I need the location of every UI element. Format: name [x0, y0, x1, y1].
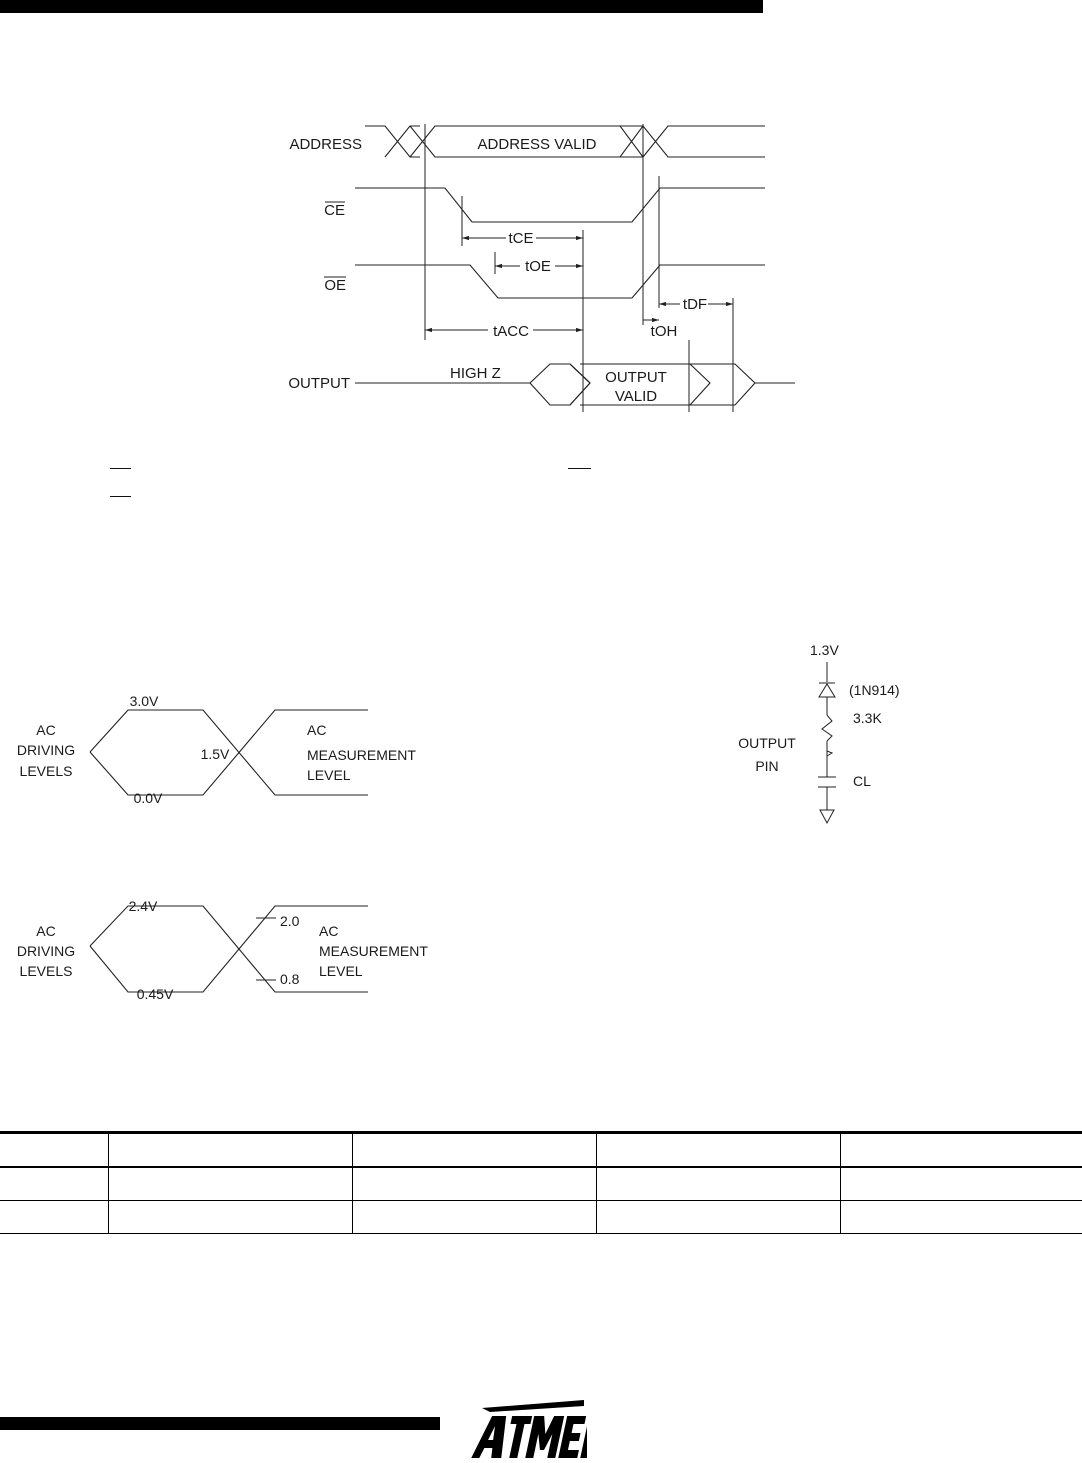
circuit-drawing [818, 662, 836, 825]
footer-bar [0, 1417, 440, 1430]
note-overbar-2 [568, 468, 591, 469]
wf2-low-meas-label: 0.8 [280, 971, 300, 987]
output-load-circuit: 1.3V (1N914) 3.3K OUTPUT PIN CL [738, 642, 900, 825]
param-toe: tOE [525, 258, 551, 275]
param-tdf: tDF [683, 296, 707, 313]
signal-label-oe: OE [324, 277, 346, 294]
wf1-right-label-1: AC [307, 722, 326, 738]
wf1-left-label-1: AC [36, 722, 55, 738]
header-bar [0, 0, 763, 13]
wf2-left-label-1: AC [36, 923, 55, 939]
table-cell [596, 1200, 841, 1234]
table-cell [108, 1167, 353, 1201]
wf1-high-label: 3.0V [130, 693, 159, 709]
wf1-left-label-2: DRIVING [17, 742, 75, 758]
wf2-left-label-2: DRIVING [17, 943, 75, 959]
wf1-left-label-3: LEVELS [20, 763, 73, 779]
address-valid-label: ADDRESS VALID [478, 136, 597, 153]
param-arrows [425, 235, 733, 333]
signal-label-output: OUTPUT [288, 375, 350, 392]
output-valid-line2: VALID [615, 388, 657, 405]
high-z-label: HIGH Z [450, 365, 501, 382]
table-cell [352, 1200, 597, 1234]
oe-waveform [355, 264, 765, 299]
table-cell [596, 1167, 841, 1201]
input-test-waveform-1: AC DRIVING LEVELS 3.0V 0.0V 1.5V AC MEAS… [17, 693, 417, 806]
resistor-label: 3.3K [853, 710, 882, 726]
timing-diagram: ADDRESS CE OE OUTPUT ADDRESS VALID HIGH … [288, 124, 795, 412]
atmel-logo [471, 1400, 587, 1458]
wf2-left-label-3: LEVELS [20, 963, 73, 979]
pin-capacitance-table [0, 1131, 1082, 1234]
note-overbar-1 [110, 468, 131, 469]
table-header-row [0, 1131, 1082, 1168]
supply-voltage-label: 1.3V [810, 642, 839, 658]
table-cell [0, 1167, 109, 1201]
param-tacc: tACC [493, 323, 529, 340]
table-row [0, 1200, 1082, 1234]
wf2-high-meas-label: 2.0 [280, 913, 300, 929]
wf2-right-label-1: AC [319, 923, 338, 939]
table-cell [352, 1131, 597, 1168]
signal-label-address: ADDRESS [289, 136, 362, 153]
diode-label: (1N914) [849, 682, 900, 698]
wf1-right-label-2: MEASUREMENT [307, 747, 416, 763]
output-pin-label-2: PIN [755, 758, 778, 774]
capacitor-label: CL [853, 773, 871, 789]
table-cell [352, 1167, 597, 1201]
note-overbar-3 [110, 496, 131, 497]
ce-waveform [355, 187, 765, 223]
input-test-waveform-2: AC DRIVING LEVELS 2.4V 0.45V 2.0 0.8 AC … [17, 898, 429, 1002]
wf2-right-label-3: LEVEL [319, 963, 363, 979]
table-cell [108, 1200, 353, 1234]
wf2-right-label-2: MEASUREMENT [319, 943, 428, 959]
wf1-right-label-3: LEVEL [307, 767, 351, 783]
table-cell [840, 1167, 1082, 1201]
table-row [0, 1167, 1082, 1201]
output-pin-label-1: OUTPUT [738, 735, 796, 751]
table-cell [840, 1200, 1082, 1234]
wf2-high-label: 2.4V [129, 898, 158, 914]
output-valid-line1: OUTPUT [605, 369, 667, 386]
table-cell [0, 1200, 109, 1234]
address-waveform [365, 125, 765, 158]
wf1-low-label: 0.0V [134, 790, 163, 806]
table-cell [840, 1131, 1082, 1168]
param-tce: tCE [508, 230, 533, 247]
table-cell [0, 1131, 109, 1168]
output-waveform [355, 363, 795, 406]
wf2-low-label: 0.45V [137, 986, 174, 1002]
table-cell [596, 1131, 841, 1168]
signal-label-ce: CE [324, 202, 345, 219]
wf1-mid-label: 1.5V [201, 746, 230, 762]
param-toh: tOH [651, 323, 678, 340]
table-cell [108, 1131, 353, 1168]
